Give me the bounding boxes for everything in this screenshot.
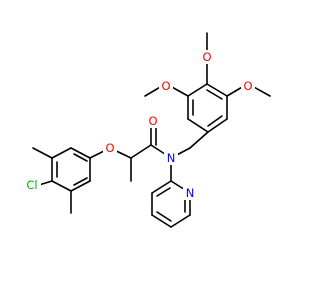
bond	[70, 180, 91, 192]
bond	[130, 144, 152, 159]
bond	[206, 83, 228, 97]
bond	[151, 180, 172, 194]
bond	[151, 214, 172, 228]
methoxy-oxygen-top-label: O	[202, 50, 211, 64]
bond-layer	[32, 32, 271, 228]
molecule-svg: O O N N Cl O O O	[22, 32, 271, 228]
chlorine-label: Cl	[26, 178, 37, 192]
bond	[156, 187, 171, 197]
bond	[187, 83, 208, 97]
pyridine-nitrogen-label: N	[186, 186, 195, 200]
molecule-diagram: O O N N Cl O O O	[22, 32, 271, 228]
bond	[207, 115, 223, 127]
bond	[32, 147, 53, 159]
bond	[189, 131, 209, 149]
ether-oxygen-label: O	[105, 141, 114, 155]
label-bg	[146, 114, 161, 128]
bond	[207, 118, 228, 133]
label-bg	[22, 178, 41, 192]
methoxy-oxygen-right-label: O	[243, 79, 252, 93]
bond	[73, 153, 88, 162]
bond	[187, 118, 209, 133]
amide-nitrogen-label: N	[167, 151, 176, 165]
bond	[70, 147, 91, 159]
bond	[38, 180, 53, 186]
carbonyl-oxygen-label: O	[148, 114, 157, 128]
label-bg	[103, 141, 117, 155]
bond	[156, 211, 172, 222]
label-bg	[159, 79, 173, 93]
methoxy-oxygen-left-label: O	[161, 79, 170, 93]
bond	[170, 214, 191, 228]
bond	[73, 177, 88, 186]
label-bg	[200, 50, 214, 64]
bond	[51, 180, 72, 192]
label-bg	[241, 79, 255, 93]
label-bg	[164, 151, 178, 165]
atom-label-layer: O O N N Cl O O O	[22, 50, 255, 200]
bond	[206, 89, 223, 100]
label-bg	[183, 186, 197, 200]
bond	[51, 147, 72, 159]
